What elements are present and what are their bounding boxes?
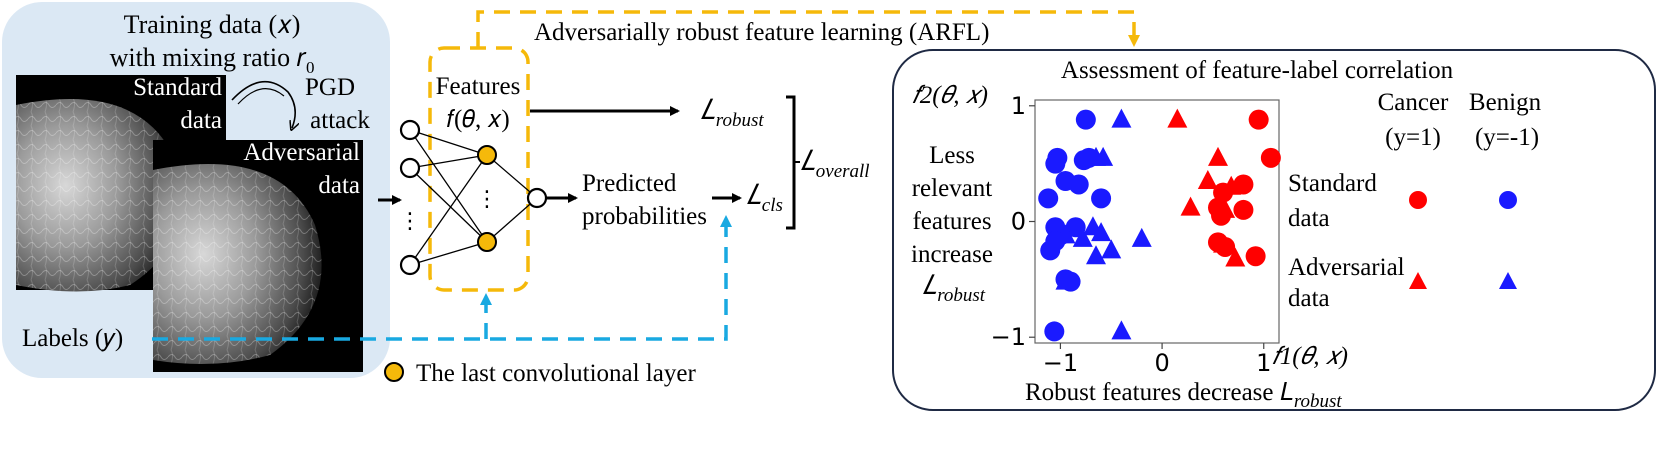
arfl-label: Adversarially robust feature learning (A… — [534, 19, 989, 46]
scatter-point-triangle — [1101, 239, 1122, 259]
x-tick-label: 0 — [1154, 349, 1169, 377]
x-tick-label: 1 — [1256, 349, 1271, 377]
scatter-point-circle — [1040, 240, 1061, 261]
y-axis-label: 𝑓2(𝜃, 𝑥) — [912, 82, 988, 109]
last-conv-layer-legend-label: The last convolutional layer — [416, 360, 696, 387]
legend-benign-title: Benign — [1469, 89, 1542, 116]
legend-benign-y: (y=-1) — [1475, 124, 1539, 151]
probabilities-label: probabilities — [582, 203, 707, 230]
scatter-point-triangle — [1167, 108, 1188, 128]
legend-benign-standard-marker — [1499, 191, 1517, 209]
y-tick-label: 0 — [1011, 208, 1026, 236]
legend-standard-data: data — [1288, 205, 1330, 232]
scatter-point-triangle — [1213, 233, 1234, 253]
scatter-point-triangle — [1055, 224, 1076, 244]
overall-loss-bracket — [786, 95, 796, 230]
features-label: Features — [436, 73, 521, 100]
input-node-2 — [399, 157, 421, 179]
pgd-label-background — [226, 75, 390, 140]
less-relevant-note-2: relevant — [912, 175, 993, 202]
standard-data-label-2: data — [180, 107, 222, 134]
pgd-label: PGD — [305, 74, 355, 101]
cls-loss-label: 𝐿cls — [746, 180, 783, 216]
scatter-point-triangle — [1111, 320, 1132, 340]
scatter-point-circle — [1038, 188, 1059, 209]
labels-dashed-route — [152, 215, 732, 341]
input-ellipsis: ⋮ — [399, 209, 421, 234]
scatter-point-circle — [1045, 153, 1066, 174]
less-relevant-note-3: features — [912, 208, 991, 235]
scatter-point-triangle — [1055, 270, 1076, 290]
predicted-label: Predicted — [582, 170, 677, 197]
less-relevant-note-4: increase — [911, 241, 993, 268]
features-function-label: 𝑓(𝜃, 𝑥) — [446, 106, 509, 133]
feature-node-1 — [477, 145, 497, 165]
arfl-dashed-route — [476, 10, 1140, 48]
less-relevant-note-loss: 𝐿robust — [922, 270, 986, 306]
adversarial-data-label-1: Adversarial — [243, 139, 360, 166]
network-edges — [409, 129, 538, 266]
labels-y: Labels (𝑦) — [22, 325, 123, 352]
legend-standard-title: Standard — [1288, 170, 1377, 197]
x-axis-label: 𝑓1(𝜃, 𝑥) — [1272, 343, 1348, 370]
scatter-point-circle — [1245, 246, 1266, 267]
scatter-point-triangle — [1086, 245, 1106, 265]
scatter-point-circle — [1068, 174, 1089, 195]
input-node-1 — [399, 119, 421, 141]
robust-features-note: Robust features decrease 𝐿robust — [1025, 379, 1342, 412]
assessment-title: Assessment of feature-label correlation — [1061, 57, 1454, 84]
scatter-point-triangle — [1225, 247, 1246, 267]
scatter-point-circle — [1044, 321, 1065, 342]
legend-adversarial-data: data — [1288, 285, 1330, 312]
scatter-point-triangle — [1086, 146, 1106, 166]
legend-cancer-y: (y=1) — [1385, 124, 1441, 151]
legend-cancer-title: Cancer — [1378, 89, 1449, 116]
scatter-point-triangle — [1180, 196, 1201, 216]
scatter-point-circle — [1091, 188, 1112, 209]
feature-scatter-plot: −1 0 1 −1 0 1 𝑓2(𝜃, 𝑥) 𝑓1(𝜃, 𝑥) — [912, 82, 1348, 377]
overall-loss-label: 𝐿overall — [800, 146, 870, 182]
mixing-ratio-label: with mixing ratio 𝑟0 — [110, 43, 315, 77]
feature-ellipsis: ⋮ — [476, 187, 498, 212]
scatter-point-triangle — [1208, 146, 1228, 166]
input-node-3 — [399, 254, 421, 276]
scatter-point-circle — [1233, 199, 1254, 220]
scatter-point-triangle — [1111, 108, 1132, 128]
scatter-point-circle — [1248, 109, 1269, 130]
feature-node-2 — [477, 232, 497, 252]
scatter-point-triangle — [1221, 175, 1242, 195]
pgd-attack-curve-arrow — [231, 80, 295, 128]
pgd-attack-curve-arrow-inner — [237, 88, 285, 105]
scatter-point-triangle — [1131, 227, 1152, 247]
adversarial-mammogram-image — [153, 140, 363, 372]
legend-cancer-adversarial-marker — [1409, 272, 1427, 289]
robust-loss-label: 𝐿robust — [700, 95, 764, 131]
standard-data-label-1: Standard — [133, 74, 222, 101]
scatter-point-circle — [1075, 109, 1096, 130]
attack-label: attack — [310, 107, 370, 134]
scatter-point-triangle — [1215, 198, 1236, 218]
training-data-title: Training data (𝑥) — [124, 10, 301, 39]
less-relevant-note-1: Less — [929, 142, 975, 169]
x-tick-label: −1 — [1043, 349, 1078, 377]
y-tick-label: 1 — [1011, 92, 1026, 120]
last-conv-layer-legend-dot — [384, 362, 404, 382]
legend-adversarial-title: Adversarial — [1288, 254, 1405, 281]
output-node — [526, 187, 548, 209]
legend-benign-adversarial-marker — [1499, 272, 1517, 289]
legend-cancer-standard-marker — [1409, 191, 1427, 209]
scatter-point-circle — [1260, 147, 1281, 168]
scatter-point-triangle — [1072, 227, 1093, 247]
adversarial-data-label-2: data — [318, 172, 360, 199]
scatter-point-triangle — [1197, 170, 1218, 189]
y-tick-label: −1 — [991, 323, 1026, 351]
scatter-point-triangle — [1091, 222, 1112, 242]
